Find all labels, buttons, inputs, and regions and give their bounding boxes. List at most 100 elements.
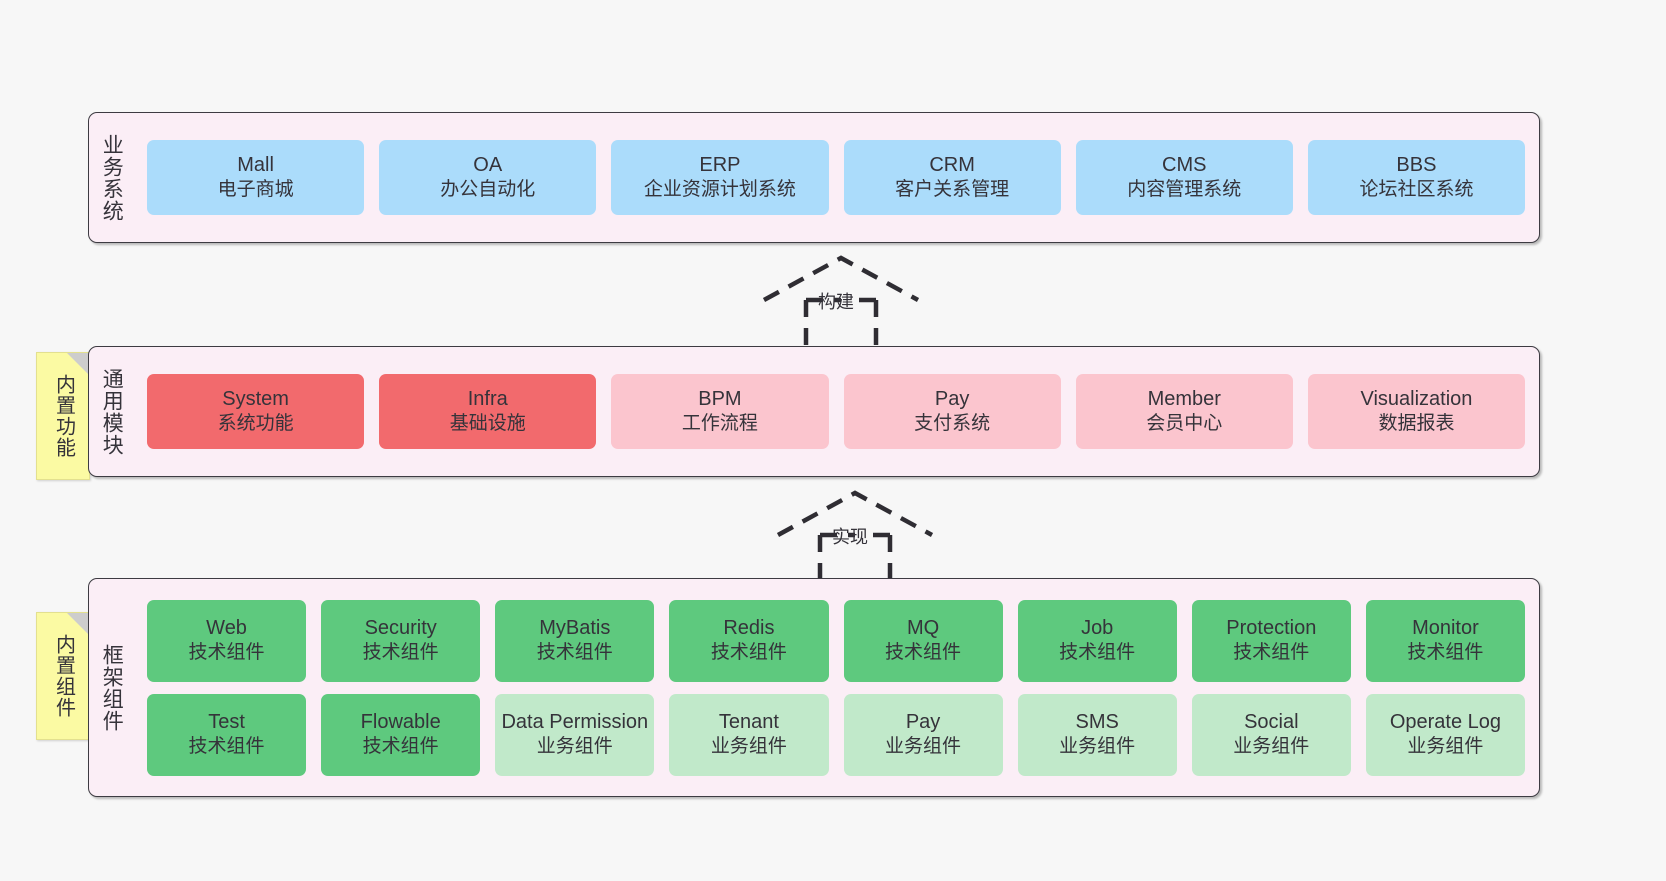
card-subtitle: 支付系统 [914, 413, 991, 435]
layer-title-modules: 通用模块 [100, 367, 124, 456]
layer-title-framework: 框架组件 [100, 643, 124, 732]
card-title: BBS [1396, 153, 1437, 176]
card-web[interactable]: Web 技术组件 [147, 599, 307, 682]
card-title: CMS [1162, 153, 1207, 176]
cell-row: System 系统功能 Infra 基础设施 BPM 工作流程 Pay 支付系统… [147, 374, 1526, 449]
layer-body-modules: System 系统功能 Infra 基础设施 BPM 工作流程 Pay 支付系统… [133, 347, 1539, 476]
card-title: Member [1147, 387, 1221, 410]
card-cms[interactable]: CMS 内容管理系统 [1075, 140, 1293, 215]
card-pay-component[interactable]: Pay 业务组件 [843, 693, 1003, 776]
card-subtitle: 业务组件 [536, 736, 613, 758]
card-test[interactable]: Test 技术组件 [147, 693, 307, 776]
card-subtitle: 业务组件 [885, 736, 962, 758]
card-bbs[interactable]: BBS 论坛社区系统 [1307, 140, 1526, 215]
card-subtitle: 办公自动化 [440, 179, 536, 201]
card-flowable[interactable]: Flowable 技术组件 [321, 693, 481, 776]
card-erp[interactable]: ERP 企业资源计划系统 [611, 140, 829, 215]
card-subtitle: 基础设施 [449, 413, 526, 435]
card-subtitle: 业务组件 [710, 736, 787, 758]
card-mybatis[interactable]: MyBatis 技术组件 [495, 599, 655, 682]
card-title: System [222, 387, 289, 410]
card-title: Infra [467, 387, 508, 410]
card-subtitle: 技术组件 [1059, 642, 1136, 664]
card-title: Redis [723, 616, 775, 639]
card-title: Visualization [1360, 387, 1473, 410]
connector-build: 构建 [746, 252, 936, 347]
card-title: CRM [929, 153, 975, 176]
cell-row: Web 技术组件 Security 技术组件 MyBatis 技术组件 Redi… [147, 599, 1525, 682]
card-subtitle: 内容管理系统 [1127, 179, 1242, 201]
card-subtitle: 工作流程 [681, 413, 758, 435]
layer-framework-components: 框架组件 Web 技术组件 Security 技术组件 MyBatis 技术组件… [88, 578, 1540, 797]
layer-body-business: Mall 电子商城 OA 办公自动化 ERP 企业资源计划系统 CRM 客户关系… [133, 113, 1539, 242]
card-subtitle: 技术组件 [1233, 642, 1310, 664]
card-system[interactable]: System 系统功能 [147, 374, 365, 449]
card-title: SMS [1075, 710, 1119, 733]
card-subtitle: 技术组件 [885, 642, 962, 664]
connector-implement: 实现 [760, 487, 950, 582]
card-operate-log[interactable]: Operate Log 业务组件 [1365, 693, 1525, 776]
layer-business-systems: 业务系统 Mall 电子商城 OA 办公自动化 ERP 企业资源计划系统 CRM… [88, 112, 1540, 243]
card-member[interactable]: Member 会员中心 [1075, 374, 1293, 449]
card-title: Pay [905, 710, 941, 733]
card-title: OA [473, 153, 503, 176]
card-title: Operate Log [1389, 710, 1502, 733]
connector-label-implement: 实现 [832, 527, 868, 547]
card-mq[interactable]: MQ 技术组件 [843, 599, 1003, 682]
card-subtitle: 业务组件 [1407, 736, 1484, 758]
card-subtitle: 企业资源计划系统 [643, 179, 796, 201]
card-protection[interactable]: Protection 技术组件 [1191, 599, 1351, 682]
card-sms[interactable]: SMS 业务组件 [1017, 693, 1177, 776]
card-subtitle: 技术组件 [188, 642, 265, 664]
card-title: BPM [698, 387, 742, 410]
sticky-note-built-in-features: 内置功能 [36, 352, 90, 480]
layer-general-modules: 通用模块 System 系统功能 Infra 基础设施 BPM 工作流程 Pay… [88, 346, 1540, 477]
card-title: Social [1244, 710, 1299, 733]
card-crm[interactable]: CRM 客户关系管理 [843, 140, 1061, 215]
card-title: Pay [934, 387, 970, 410]
card-subtitle: 技术组件 [710, 642, 787, 664]
card-subtitle: 数据报表 [1378, 413, 1455, 435]
card-subtitle: 技术组件 [362, 736, 439, 758]
card-security[interactable]: Security 技术组件 [321, 599, 481, 682]
card-data-permission[interactable]: Data Permission 业务组件 [495, 693, 655, 776]
cell-row: Mall 电子商城 OA 办公自动化 ERP 企业资源计划系统 CRM 客户关系… [147, 140, 1526, 215]
card-title: Flowable [360, 710, 441, 733]
card-monitor[interactable]: Monitor 技术组件 [1365, 599, 1525, 682]
sticky-note-built-in-components: 内置组件 [36, 612, 90, 740]
card-job[interactable]: Job 技术组件 [1017, 599, 1177, 682]
card-infra[interactable]: Infra 基础设施 [379, 374, 597, 449]
card-title: Monitor [1412, 616, 1479, 639]
card-subtitle: 业务组件 [1059, 736, 1136, 758]
card-bpm[interactable]: BPM 工作流程 [611, 374, 829, 449]
card-subtitle: 系统功能 [217, 413, 294, 435]
card-redis[interactable]: Redis 技术组件 [669, 599, 829, 682]
card-oa[interactable]: OA 办公自动化 [379, 140, 597, 215]
card-visualization[interactable]: Visualization 数据报表 [1307, 374, 1526, 449]
card-subtitle: 业务组件 [1233, 736, 1310, 758]
card-title: Test [208, 710, 245, 733]
layer-body-framework: Web 技术组件 Security 技术组件 MyBatis 技术组件 Redi… [133, 579, 1539, 796]
card-title: Job [1081, 616, 1114, 639]
card-subtitle: 论坛社区系统 [1359, 179, 1474, 201]
card-social[interactable]: Social 业务组件 [1191, 693, 1351, 776]
cell-row: Test 技术组件 Flowable 技术组件 Data Permission … [147, 693, 1525, 776]
layer-title-business: 业务系统 [100, 133, 124, 222]
card-pay[interactable]: Pay 支付系统 [843, 374, 1061, 449]
card-mall[interactable]: Mall 电子商城 [147, 140, 365, 215]
card-subtitle: 电子商城 [217, 179, 294, 201]
card-tenant[interactable]: Tenant 业务组件 [669, 693, 829, 776]
card-title: Data Permission [501, 710, 649, 733]
card-title: Tenant [718, 710, 779, 733]
card-title: ERP [699, 153, 741, 176]
card-title: MyBatis [539, 616, 611, 639]
card-title: Protection [1226, 616, 1317, 639]
card-subtitle: 技术组件 [188, 736, 265, 758]
card-subtitle: 技术组件 [1407, 642, 1484, 664]
card-subtitle: 客户关系管理 [895, 179, 1010, 201]
card-title: MQ [906, 616, 940, 639]
card-title: Mall [237, 153, 274, 176]
arrowhead-triangle-icon [776, 490, 934, 537]
card-title: Web [206, 616, 247, 639]
